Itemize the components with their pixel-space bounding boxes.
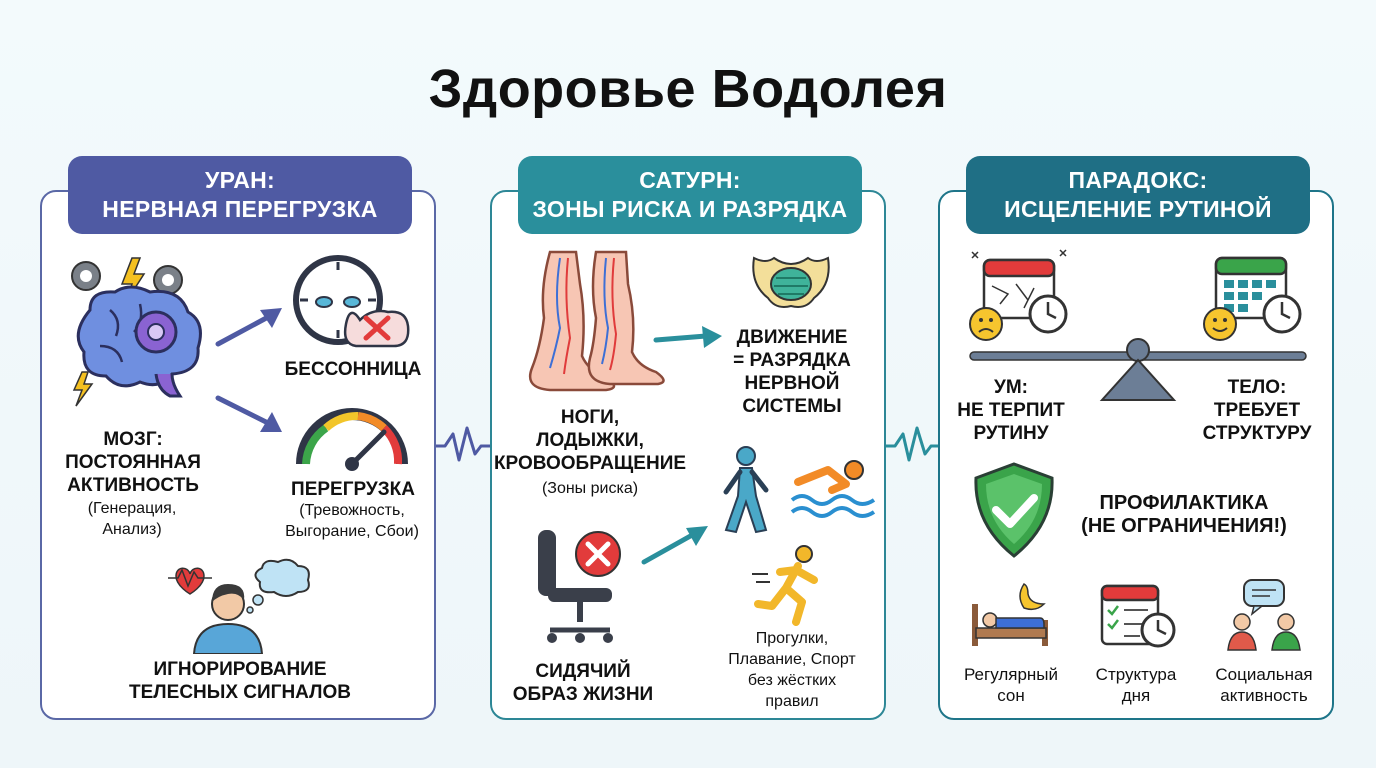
text-line: без жёстких	[747, 672, 837, 689]
habit-structure-label: Структура дня	[1076, 664, 1196, 706]
text-line: Социальная	[1215, 665, 1313, 684]
walking-person-icon	[723, 446, 769, 534]
chaotic-calendar-icon	[969, 249, 1068, 341]
prevention-label: ПРОФИЛАКТИКА (НЕ ОГРАНИЧЕНИЯ!)	[1064, 492, 1304, 538]
panel-header-saturn: САТУРН: ЗОНЫ РИСКА И РАЗРЯДКА	[518, 156, 862, 234]
header-line: ЗОНЫ РИСКА И РАЗРЯДКА	[532, 196, 848, 222]
stress-gauge-icon	[296, 408, 408, 471]
insomnia-label: БЕССОННИЦА	[284, 359, 422, 380]
arrow-up-right-icon	[641, 526, 708, 565]
text-line: НОГИ,	[560, 407, 620, 428]
schedule-icon	[1100, 584, 1176, 648]
header-line: УРАН:	[204, 167, 275, 193]
body-label: ТЕЛО: ТРЕБУЕТ СТРУКТУРУ	[1192, 376, 1322, 445]
text-line: ТЕЛО:	[1227, 377, 1287, 398]
text-line: ТРЕБУЕТ	[1213, 400, 1301, 421]
balance-scale-icon	[969, 338, 1307, 401]
text-line: НЕРВНОЙ	[744, 373, 840, 394]
text-line: (НЕ ОГРАНИЧЕНИЯ!)	[1081, 515, 1287, 537]
text-line: ЛОДЫЖКИ,	[536, 430, 644, 451]
text-line: ИГНОРИРОВАНИЕ	[153, 659, 327, 680]
office-chair-icon	[538, 530, 621, 643]
activities-sub: Прогулки, Плавание, Спорт без жёстких пр…	[702, 628, 882, 712]
text-line: Анализ)	[102, 521, 162, 538]
movement-label: ДВИЖЕНИЕ = РАЗРЯДКА НЕРВНОЙ СИСТЕМЫ	[712, 326, 872, 418]
text-line: СИСТЕМЫ	[742, 396, 842, 417]
legs-sub: (Зоны риска)	[541, 480, 639, 497]
social-chat-icon	[1227, 579, 1301, 651]
text-line: ОБРАЗ ЖИЗНИ	[512, 684, 654, 705]
text-line: Регулярный	[963, 665, 1059, 684]
text-line: СИДЯЧИЙ	[535, 661, 631, 682]
text-line: Выгорание, Сбои)	[285, 523, 419, 540]
header-line: САТУРН:	[639, 167, 741, 193]
swimmer-icon	[790, 460, 876, 518]
legs-label: НОГИ, ЛОДЫЖКИ, КРОВООБРАЩЕНИЕ	[492, 406, 688, 475]
overload-sub: (Тревожность, Выгорание, Сбои)	[254, 500, 450, 542]
pelvis-icon	[752, 256, 830, 308]
overload-label: ПЕРЕГРУЗКА	[291, 479, 415, 500]
text-line: Плавание, Спорт	[728, 651, 856, 668]
arrow-right-icon	[653, 326, 722, 348]
text-line: (Тревожность,	[299, 502, 405, 519]
habit-social-label: Социальная активность	[1198, 664, 1330, 706]
text-line: УМ:	[994, 377, 1028, 398]
legs-veins-icon	[528, 250, 665, 392]
text-line: Прогулки,	[755, 630, 829, 647]
text-line: сон	[997, 686, 1025, 705]
header-line: ИСЦЕЛЕНИЕ РУТИНОЙ	[1004, 196, 1272, 222]
text-line: НЕ ТЕРПИТ	[957, 400, 1065, 421]
sleepless-clock-icon	[293, 255, 410, 348]
brain-gears-icon	[71, 257, 202, 407]
arrow-right-icon	[215, 395, 282, 432]
panel-uranus: УРАН: НЕРВНАЯ ПЕРЕГРУЗКА БЕССОННИЦА	[40, 156, 436, 720]
header-line: НЕРВНАЯ ПЕРЕГРУЗКА	[102, 196, 378, 222]
brain-sub: (Генерация, Анализ)	[52, 498, 212, 540]
text-line: Структура	[1095, 665, 1177, 684]
panel-header-uranus: УРАН: НЕРВНАЯ ПЕРЕГРУЗКА	[68, 156, 412, 234]
person-thinking-icon	[168, 558, 310, 654]
running-person-icon	[752, 545, 818, 626]
brain-label: МОЗГ: ПОСТОЯННАЯ АКТИВНОСТЬ	[48, 428, 218, 497]
bed-moon-icon	[972, 583, 1048, 646]
panel-saturn: САТУРН: ЗОНЫ РИСКА И РАЗРЯДКА НОГИ, ЛОДЫ…	[490, 156, 886, 720]
text-line: ДВИЖЕНИЕ	[736, 327, 848, 348]
arrow-right-icon	[215, 308, 282, 347]
panel-paradox: ПАРАДОКС: ИСЦЕЛЕНИЕ РУТИНОЙ У	[938, 156, 1334, 720]
header-line: ПАРАДОКС:	[1068, 167, 1208, 193]
text-line: РУТИНУ	[973, 423, 1049, 444]
text-line: = РАЗРЯДКА	[733, 350, 851, 371]
shield-check-icon	[974, 462, 1054, 558]
text-line: ПОСТОЯННАЯ	[65, 452, 201, 473]
text-line: (Генерация,	[87, 500, 177, 517]
habit-sleep-label: Регулярный сон	[948, 664, 1074, 706]
pulse-connector-right	[875, 426, 955, 462]
mind-label: УМ: НЕ ТЕРПИТ РУТИНУ	[946, 376, 1076, 445]
text-line: АКТИВНОСТЬ	[67, 475, 199, 496]
ignore-signals-label: ИГНОРИРОВАНИЕ ТЕЛЕСНЫХ СИГНАЛОВ	[82, 658, 398, 704]
text-line: МОЗГ:	[103, 429, 163, 450]
text-line: СТРУКТУРУ	[1202, 423, 1312, 444]
panel-header-paradox: ПАРАДОКС: ИСЦЕЛЕНИЕ РУТИНОЙ	[966, 156, 1310, 234]
text-line: дня	[1121, 686, 1151, 705]
text-line: активность	[1220, 686, 1308, 705]
page-title: Здоровье Водолея	[428, 59, 948, 119]
text-line: ТЕЛЕСНЫХ СИГНАЛОВ	[129, 682, 351, 703]
sedentary-label: СИДЯЧИЙ ОБРАЗ ЖИЗНИ	[498, 660, 668, 706]
text-line: ПРОФИЛАКТИКА	[1099, 492, 1269, 514]
text-line: правил	[765, 693, 819, 710]
pulse-connector-left	[425, 426, 505, 462]
structured-calendar-icon	[1203, 256, 1302, 341]
text-line: КРОВООБРАЩЕНИЕ	[493, 453, 687, 474]
